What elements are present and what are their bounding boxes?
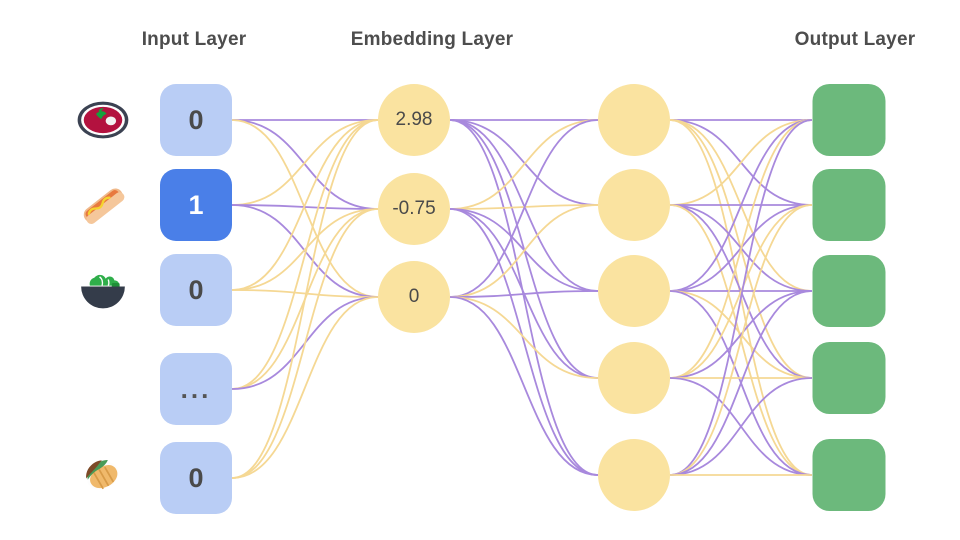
input-node[interactable]: 0 <box>160 442 232 514</box>
burrito-icon <box>75 450 131 506</box>
input-node-value: 0 <box>188 462 204 493</box>
input-node-ellipsis[interactable]: ... <box>160 353 232 425</box>
input-node-value: 0 <box>188 104 204 135</box>
output-node[interactable] <box>812 169 886 241</box>
layer-title: Embedding Layer <box>350 29 514 50</box>
embedding-node-value: -0.75 <box>392 198 436 219</box>
input-node[interactable]: 0 <box>160 84 232 156</box>
hidden-node[interactable] <box>598 439 670 511</box>
soup-bowl-icon <box>75 92 131 148</box>
embedding-node-value: 2.98 <box>395 109 433 130</box>
embedding-node[interactable]: 0 <box>378 261 450 333</box>
embedding-node[interactable]: -0.75 <box>378 173 450 245</box>
green-salad-icon <box>75 262 131 318</box>
hidden-node[interactable] <box>598 84 670 156</box>
embedding-node[interactable]: 2.98 <box>378 84 450 156</box>
hidden-node[interactable] <box>598 169 670 241</box>
input-node-value: 1 <box>188 189 204 220</box>
output-node[interactable] <box>812 439 886 511</box>
input-node-value: ... <box>180 373 212 404</box>
layer-title: Input Layer <box>141 29 247 50</box>
input-node-value: 0 <box>188 274 204 305</box>
embedding-node-value: 0 <box>408 286 420 307</box>
output-node[interactable] <box>812 255 886 327</box>
hidden-node[interactable] <box>598 255 670 327</box>
layer-title: Output Layer <box>794 29 916 50</box>
input-node[interactable]: 1 <box>160 169 232 241</box>
output-node[interactable] <box>812 342 886 414</box>
input-node[interactable]: 0 <box>160 254 232 326</box>
hidden-node[interactable] <box>598 342 670 414</box>
output-node[interactable] <box>812 84 886 156</box>
hot-dog-icon <box>75 177 131 233</box>
